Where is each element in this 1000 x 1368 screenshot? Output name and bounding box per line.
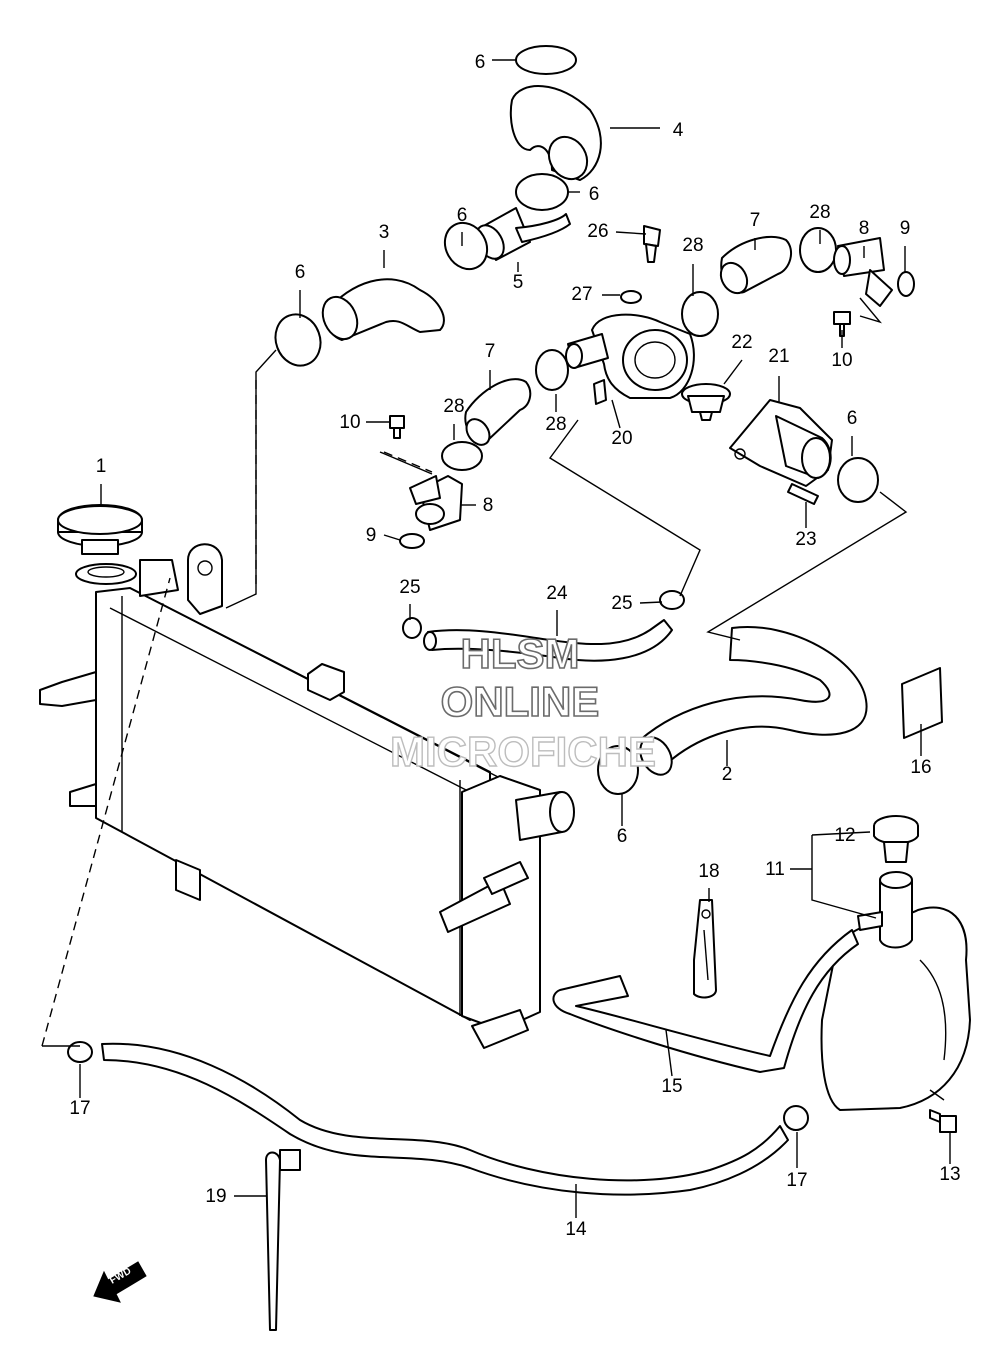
hose-24 xyxy=(423,619,673,662)
callout-c17b: 17 xyxy=(786,1170,807,1191)
callout-c2: 2 xyxy=(722,764,733,785)
callout-c6a: 6 xyxy=(475,52,486,73)
thermostat-cover-21 xyxy=(729,399,833,487)
callout-c13: 13 xyxy=(939,1164,960,1185)
watermark-line-1: HLSM xyxy=(461,630,580,677)
thermostat-housing-20 xyxy=(565,313,695,405)
hose-15 xyxy=(552,929,859,1073)
bolts xyxy=(389,311,957,1133)
callout-c6f: 6 xyxy=(617,826,628,847)
callout-c6d: 6 xyxy=(295,262,306,283)
callout-c7b: 7 xyxy=(485,341,496,362)
callout-c15: 15 xyxy=(661,1076,682,1097)
callout-c14: 14 xyxy=(565,1219,587,1240)
callout-c11: 11 xyxy=(765,859,785,880)
label-16 xyxy=(901,667,943,739)
cable-tie-19 xyxy=(265,1149,301,1331)
callout-c6b: 6 xyxy=(589,184,600,205)
callout-c9b: 9 xyxy=(366,525,377,546)
callout-c21: 21 xyxy=(768,346,789,367)
hose-7 xyxy=(464,235,793,446)
callout-c6e: 6 xyxy=(847,408,858,429)
assembly-lines xyxy=(41,297,908,1047)
fitting-8 xyxy=(409,237,893,531)
callout-c27: 27 xyxy=(571,284,592,305)
o-ring-9 xyxy=(399,271,915,549)
thermostat-22 xyxy=(681,383,731,421)
watermark: HLSM ONLINE MICROFICHE xyxy=(389,629,656,776)
callout-c24: 24 xyxy=(546,583,568,604)
callout-c23: 23 xyxy=(795,529,816,550)
callout-c12: 12 xyxy=(834,825,855,846)
callout-c3: 3 xyxy=(379,222,390,243)
hose-14 xyxy=(101,1042,789,1196)
hose-2 xyxy=(639,626,868,776)
callout-c8a: 8 xyxy=(859,218,870,239)
callout-c9a: 9 xyxy=(900,218,911,239)
radiator-cap xyxy=(57,504,143,585)
watermark-line-2: ONLINE xyxy=(441,678,600,725)
callout-c22: 22 xyxy=(731,332,752,353)
hose-3 xyxy=(321,278,445,341)
callout-c26: 26 xyxy=(587,221,608,242)
leader-lines xyxy=(79,59,951,1218)
radiator xyxy=(39,543,575,1049)
callout-c25b: 25 xyxy=(611,593,632,614)
callout-c28a: 28 xyxy=(809,202,830,223)
temp-sensor-26 xyxy=(643,225,661,263)
tank-cap-12 xyxy=(873,815,919,863)
callout-c28c: 28 xyxy=(443,396,464,417)
callout-c19: 19 xyxy=(205,1186,226,1207)
callout-c4: 4 xyxy=(673,120,684,141)
callout-c8b: 8 xyxy=(483,495,494,516)
watermark-line-3: MICROFICHE xyxy=(390,728,656,775)
callout-c10a: 10 xyxy=(831,350,852,371)
callout-c18: 18 xyxy=(698,861,719,882)
callout-c6c: 6 xyxy=(457,205,468,226)
callout-c16: 16 xyxy=(910,757,931,778)
callout-c28d: 28 xyxy=(545,414,566,435)
callout-c1: 1 xyxy=(96,456,107,477)
bracket-18 xyxy=(693,899,717,999)
callout-c7a: 7 xyxy=(750,210,761,231)
washer-27 xyxy=(620,290,642,304)
callout-c17a: 17 xyxy=(69,1098,90,1119)
callout-c28b: 28 xyxy=(682,235,703,256)
reserve-tank-11 xyxy=(820,871,971,1111)
hose-4 xyxy=(509,85,602,181)
hose-clamps xyxy=(67,45,879,1131)
callout-c10b: 10 xyxy=(339,412,360,433)
fwd-arrow: FWD xyxy=(93,1261,147,1303)
callout-c25a: 25 xyxy=(399,577,420,598)
callout-c5: 5 xyxy=(513,272,524,293)
callout-c20: 20 xyxy=(611,428,632,449)
